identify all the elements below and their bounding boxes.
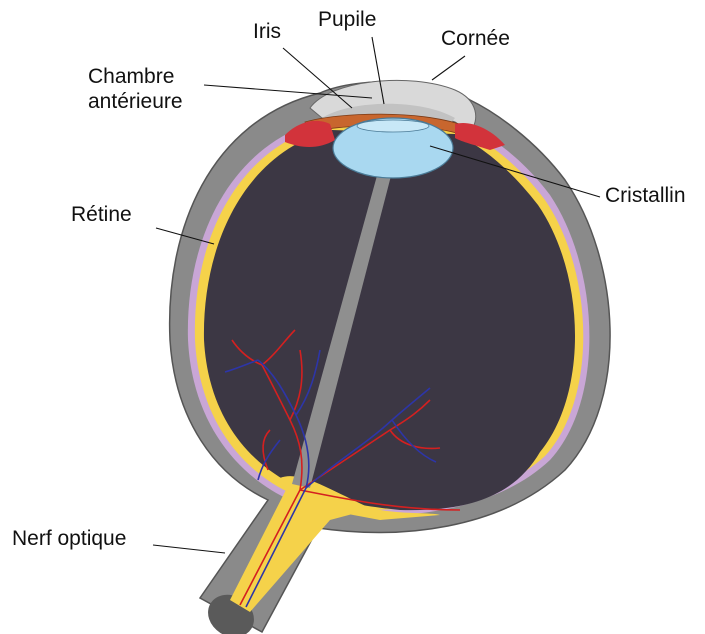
lens-top xyxy=(357,120,429,132)
label-cornee: Cornée xyxy=(441,27,510,51)
vitreous-body xyxy=(204,130,575,510)
leader-nerf xyxy=(153,545,225,553)
leader-cornee xyxy=(432,56,465,80)
label-chambre-anterieure: Chambre antérieure xyxy=(88,64,183,114)
label-cristallin: Cristallin xyxy=(605,184,686,208)
label-chambre-line2: antérieure xyxy=(88,89,183,114)
label-nerf-optique: Nerf optique xyxy=(12,527,126,551)
label-retine: Rétine xyxy=(71,203,132,227)
label-chambre-line1: Chambre xyxy=(88,64,183,89)
label-pupile: Pupile xyxy=(318,8,376,32)
label-iris: Iris xyxy=(253,20,281,44)
